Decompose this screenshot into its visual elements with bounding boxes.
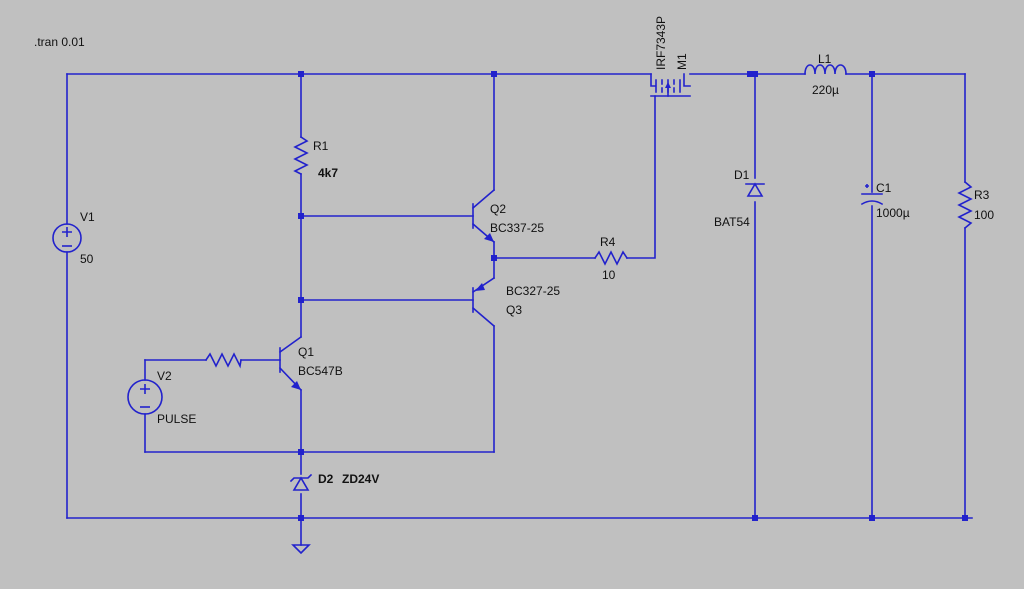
mosfet-channel — [650, 73, 691, 93]
junction-dots — [298, 71, 968, 521]
junction-dot — [752, 71, 758, 77]
emitter-arrow — [291, 381, 301, 390]
diode-symbol — [746, 182, 764, 197]
v1-name: V1 — [80, 210, 95, 224]
transistor-collector — [471, 306, 496, 328]
junction-dot — [747, 71, 753, 77]
junction-dot — [298, 515, 304, 521]
plus-sign — [140, 384, 150, 394]
m1-name: M1 — [675, 53, 689, 70]
v2-value: PULSE — [157, 412, 196, 426]
tran-directive[interactable]: .tran 0.01 — [34, 35, 85, 49]
resistor-r1[interactable]: R1 4k7 — [293, 135, 338, 180]
resistor-base[interactable] — [204, 352, 242, 369]
d2-name: D2 — [318, 472, 334, 486]
resistor-r4[interactable]: R4 10 — [593, 235, 629, 282]
v2-name: V2 — [157, 369, 172, 383]
junction-dot — [298, 297, 304, 303]
r3-name: R3 — [974, 188, 990, 202]
junction-dot — [491, 71, 497, 77]
junction-dot — [298, 71, 304, 77]
diode-d1[interactable]: D1 BAT54 — [714, 168, 765, 229]
d1-value: BAT54 — [714, 215, 750, 229]
q2-name: Q2 — [490, 202, 506, 216]
wires — [66, 73, 973, 546]
r4-name: R4 — [600, 235, 616, 249]
junction-dot — [298, 449, 304, 455]
voltage-source-v1[interactable]: V1 50 — [52, 210, 95, 266]
voltage-source-symbol — [127, 379, 163, 415]
d1-name: D1 — [734, 168, 750, 182]
m1-value: IRF7343P — [654, 16, 668, 70]
zener-cathode — [289, 473, 313, 483]
q3-name: Q3 — [506, 303, 522, 317]
r1-name: R1 — [313, 139, 329, 153]
plus-sign — [62, 227, 72, 237]
inductor-l1[interactable]: L1 220µ — [804, 52, 847, 97]
transistor-q2[interactable]: Q2 BC337-25 — [471, 188, 544, 244]
polarity-plus — [865, 184, 869, 188]
resistor-r3[interactable]: R3 100 — [957, 180, 994, 230]
resistor-symbol — [593, 250, 629, 266]
emitter-arrow — [484, 233, 494, 242]
transistor-q3[interactable]: BC327-25 Q3 — [471, 276, 560, 328]
c1-name: C1 — [876, 181, 892, 195]
capacitor-plate-bottom — [860, 200, 884, 206]
junction-dot — [752, 515, 758, 521]
junction-dot — [962, 515, 968, 521]
r3-value: 100 — [974, 208, 994, 222]
l1-name: L1 — [818, 52, 832, 66]
zener-d2[interactable]: D2 ZD24V — [289, 472, 379, 491]
resistor-symbol — [293, 135, 309, 176]
d2-value: ZD24V — [342, 472, 379, 486]
q3-value: BC327-25 — [506, 284, 560, 298]
transistor-q1[interactable]: Q1 BC547B — [278, 335, 343, 392]
transistor-collector — [278, 335, 303, 354]
mosfet-arrow — [665, 82, 671, 88]
transistor-collector — [471, 188, 496, 210]
capacitor-c1[interactable]: C1 1000µ — [860, 181, 910, 220]
v1-value: 50 — [80, 252, 94, 266]
q1-name: Q1 — [298, 345, 314, 359]
q1-value: BC547B — [298, 364, 343, 378]
r4-value: 10 — [602, 268, 616, 282]
resistor-symbol — [957, 180, 973, 230]
mosfet-m1[interactable]: IRF7343P M1 — [650, 16, 691, 97]
junction-dot — [491, 255, 497, 261]
c1-value: 1000µ — [876, 206, 910, 220]
r1-value: 4k7 — [318, 166, 338, 180]
voltage-source-v2[interactable]: V2 PULSE — [127, 369, 196, 426]
l1-value: 220µ — [812, 83, 839, 97]
inductor-symbol — [804, 64, 847, 75]
diode-symbol — [292, 476, 310, 491]
junction-dot — [869, 71, 875, 77]
ground-icon — [291, 544, 311, 555]
junction-dot — [298, 213, 304, 219]
resistor-symbol — [204, 352, 242, 369]
emitter-arrow — [475, 283, 485, 291]
q2-value: BC337-25 — [490, 221, 544, 235]
ground-symbol[interactable] — [291, 544, 311, 555]
junction-dot — [869, 515, 875, 521]
voltage-source-symbol — [52, 223, 82, 253]
